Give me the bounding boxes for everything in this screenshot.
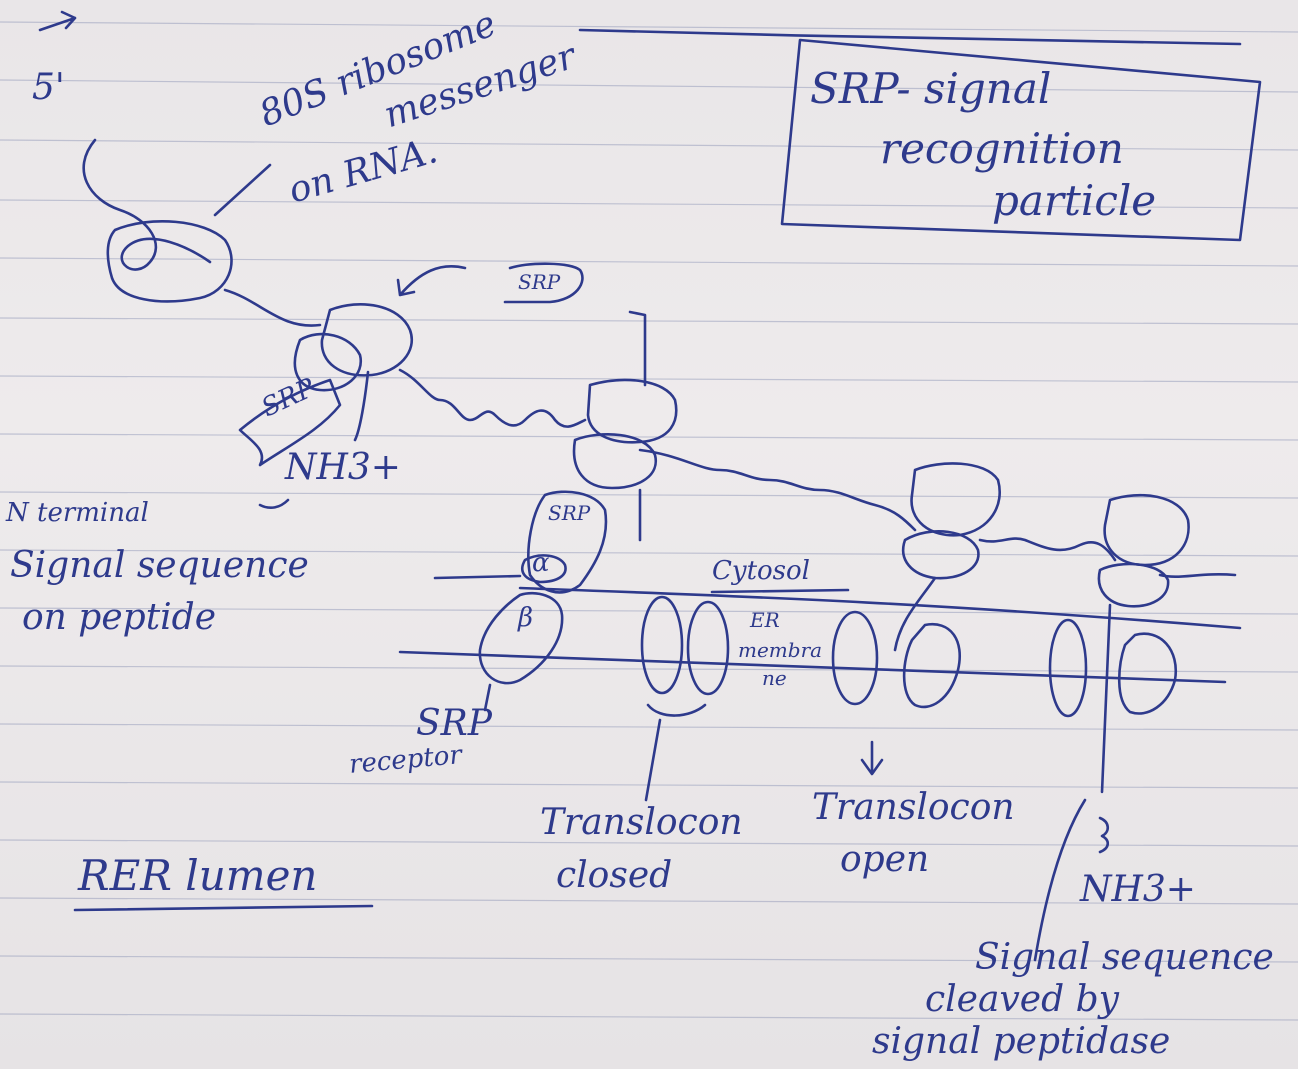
translocon-open-label-1: Translocon xyxy=(812,787,1015,828)
rer-lumen-underline xyxy=(73,904,374,912)
nascent-peptide-top xyxy=(353,370,370,442)
ribosome-srp-bound-top xyxy=(320,303,413,377)
translocon-open-right xyxy=(902,622,961,709)
er-membrane-label-1: ER xyxy=(750,608,780,632)
translocon-open-left xyxy=(831,610,879,706)
srp-receptor-pointer xyxy=(483,683,492,712)
signal-sequence-label-2: on peptide xyxy=(22,597,217,638)
cleaved-label-3: signal peptidase xyxy=(872,1021,1171,1062)
translocon-cleavage-left xyxy=(1048,618,1088,718)
srp-on-receptor-label: SRP xyxy=(548,501,591,525)
peptide-translocating xyxy=(893,576,937,652)
ribosome-cleavage-top xyxy=(1103,493,1190,567)
srp-release-line xyxy=(628,310,647,387)
er-membrane-label-3: ne xyxy=(762,666,787,690)
er-membrane-top xyxy=(518,586,1242,630)
top-line xyxy=(578,28,1242,46)
srp-receptor-shape xyxy=(478,591,564,685)
er-membrane-label-2: membra xyxy=(738,638,823,662)
corner-arrow-icon xyxy=(38,10,77,32)
cytosol-underline xyxy=(710,588,850,594)
ribosome-label-pointer xyxy=(213,163,272,217)
translocon-cleavage-right xyxy=(1117,632,1178,715)
five-prime-label: 5' xyxy=(32,67,65,108)
cleaved-label-2: cleaved by xyxy=(925,979,1119,1020)
srp-arrow-icon xyxy=(396,265,467,297)
alpha-subunit-shape xyxy=(520,554,567,584)
beta-label: β xyxy=(518,603,534,633)
ribosome-cleavage-bottom xyxy=(1097,562,1170,608)
ribosome-translocating-bottom xyxy=(902,529,980,580)
translocon-open-label-2: open xyxy=(840,839,930,880)
legend-line-3: particle xyxy=(992,176,1157,225)
legend-box-border xyxy=(780,38,1262,242)
mrna-segment-1 xyxy=(223,288,322,327)
mrna-segment-4 xyxy=(978,537,1117,562)
ribosome-srp-bound-bottom xyxy=(293,332,363,392)
signal-sequence-pointer xyxy=(433,574,522,580)
ribosome-free xyxy=(106,220,233,303)
rer-lumen-label: RER lumen xyxy=(78,851,318,900)
peptide-cleaved xyxy=(1100,603,1112,794)
ribosome-translocating-top xyxy=(910,462,1001,537)
translocon-closed-pointer xyxy=(644,703,707,802)
srp-bound-shape xyxy=(238,378,342,467)
srp-free-shape xyxy=(503,262,584,304)
translocon-closed-left xyxy=(640,595,684,695)
ribosome-docking-top xyxy=(586,378,678,444)
alpha-label: α xyxy=(532,548,550,578)
translocon-closed-label-2: closed xyxy=(556,855,673,896)
signal-sequence-label-1: Signal sequence xyxy=(10,545,309,586)
cleaved-label-1: Signal sequence xyxy=(975,937,1274,978)
legend-line-2: recognition xyxy=(880,124,1124,173)
cleaved-bracket-icon xyxy=(1098,816,1110,854)
mrna-segment-2 xyxy=(398,368,587,428)
n-terminal-label: N terminal xyxy=(6,498,149,528)
mrna-strand-start xyxy=(82,138,212,271)
legend-line-1: SRP- signal xyxy=(810,64,1052,113)
srp-on-receptor-shape xyxy=(527,490,608,594)
n-terminal-pointer xyxy=(258,498,290,510)
mrna-end xyxy=(1158,573,1237,578)
nh3-bottom-label: NH3+ xyxy=(1080,869,1196,910)
cleavage-pointer xyxy=(1033,798,1087,962)
translocon-closed-label-1: Translocon xyxy=(540,802,743,843)
srp-receptor-label-1: SRP xyxy=(416,703,492,744)
translocon-open-arrow-icon xyxy=(860,740,884,776)
mrna-segment-3 xyxy=(638,448,917,532)
translocon-closed-right xyxy=(686,600,730,696)
ribosome-docking-bottom xyxy=(572,433,658,490)
nh3-top-label: NH3+ xyxy=(285,447,401,488)
cytosol-label: Cytosol xyxy=(712,556,810,586)
srp-free-label: SRP xyxy=(518,270,561,294)
